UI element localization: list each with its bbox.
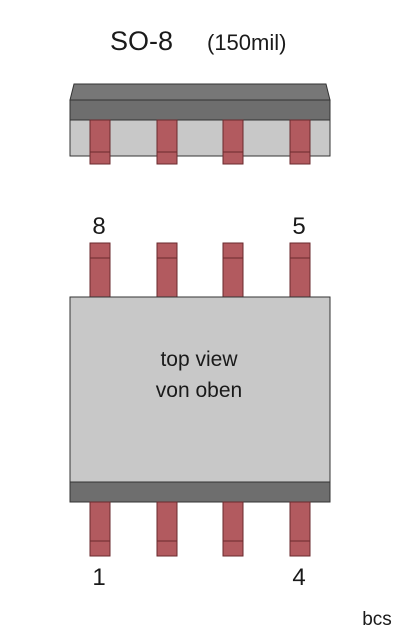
side-view-upper-band	[69, 99, 331, 121]
side-view-body	[69, 119, 331, 157]
side-view-pin-3	[222, 119, 244, 165]
top-view-body	[69, 296, 331, 483]
top-view-pin-7	[156, 242, 178, 299]
title-main: SO-8	[110, 26, 173, 56]
top-view-pin-3	[222, 501, 244, 557]
pin-label-4: 4	[292, 564, 305, 591]
top-view: top view von oben	[69, 242, 331, 557]
top-view-pin-6	[222, 242, 244, 299]
top-view-pin-5	[289, 242, 311, 299]
top-view-lower-band	[69, 481, 331, 503]
pin-label-1: 1	[92, 564, 105, 591]
author-signature: bcs	[362, 609, 392, 630]
side-view-pin-4	[289, 119, 311, 165]
side-view	[69, 83, 331, 165]
top-view-pin-4	[289, 501, 311, 557]
title-sub: (150mil)	[207, 30, 286, 55]
top-view-label-de: von oben	[156, 379, 242, 402]
side-view-pin-2	[156, 119, 178, 165]
side-view-top-face	[69, 83, 331, 101]
top-view-pin-8	[89, 242, 111, 299]
top-view-pin-2	[156, 501, 178, 557]
top-view-pin-1	[89, 501, 111, 557]
top-view-label-en: top view	[160, 348, 238, 371]
side-view-pin-1	[89, 119, 111, 165]
pin-label-8: 8	[92, 213, 105, 240]
pin-label-5: 5	[292, 213, 305, 240]
